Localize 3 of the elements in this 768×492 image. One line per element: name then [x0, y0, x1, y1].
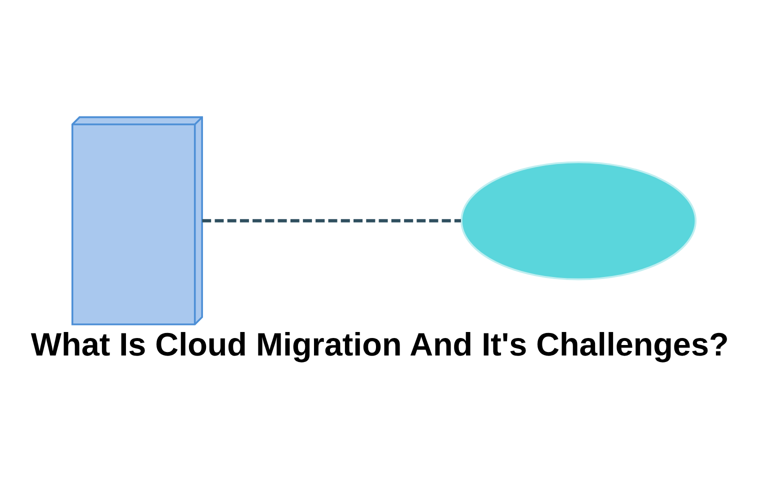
diagram-title: What Is Cloud Migration And It's Challenges?: [30, 326, 729, 363]
node-cloud: [460, 161, 697, 280]
connector: [202, 219, 461, 222]
